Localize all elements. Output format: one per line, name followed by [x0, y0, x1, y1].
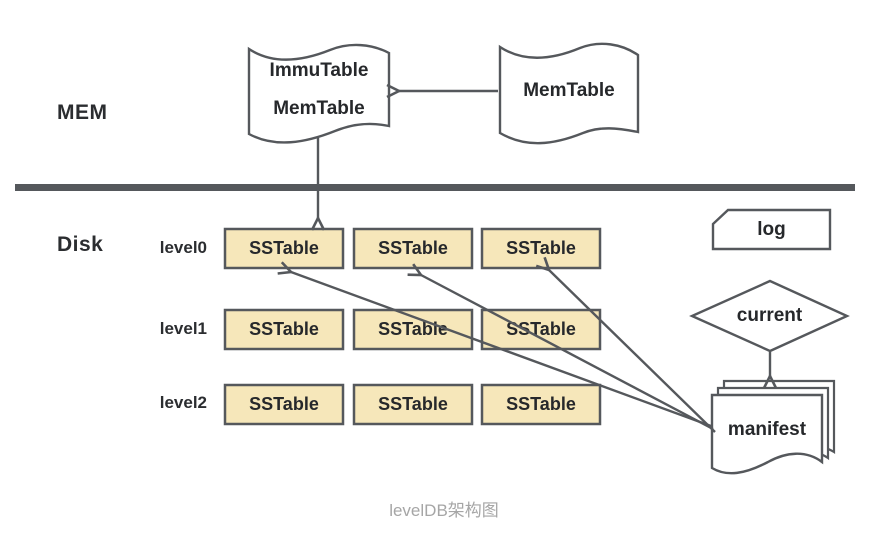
- sstable-label: SSTable: [506, 238, 576, 258]
- immutable-flag-line1: ImmuTable: [269, 60, 369, 81]
- current-label: current: [736, 305, 803, 326]
- mem-disk-divider: [15, 184, 855, 191]
- disk-section-label: Disk: [57, 233, 104, 256]
- log-label: log: [757, 218, 786, 240]
- sstable-label: SSTable: [378, 394, 448, 414]
- level1-label: level1: [159, 319, 207, 338]
- sstable-label: SSTable: [378, 238, 448, 258]
- sstable-label: SSTable: [378, 319, 448, 339]
- mem-section-label: MEM: [57, 101, 108, 124]
- immutable-flag-line2: MemTable: [273, 98, 365, 119]
- manifest-label: manifest: [727, 418, 807, 440]
- sstable-label: SSTable: [249, 319, 319, 339]
- memtable-flag-label: MemTable: [523, 80, 615, 101]
- sstable-label: SSTable: [506, 394, 576, 414]
- sstable-label: SSTable: [249, 394, 319, 414]
- level2-label: level2: [159, 393, 207, 412]
- sstable-label: SSTable: [506, 319, 576, 339]
- level0-label: level0: [159, 238, 207, 257]
- diagram-caption: levelDB架构图: [389, 501, 499, 520]
- sstable-label: SSTable: [249, 238, 319, 258]
